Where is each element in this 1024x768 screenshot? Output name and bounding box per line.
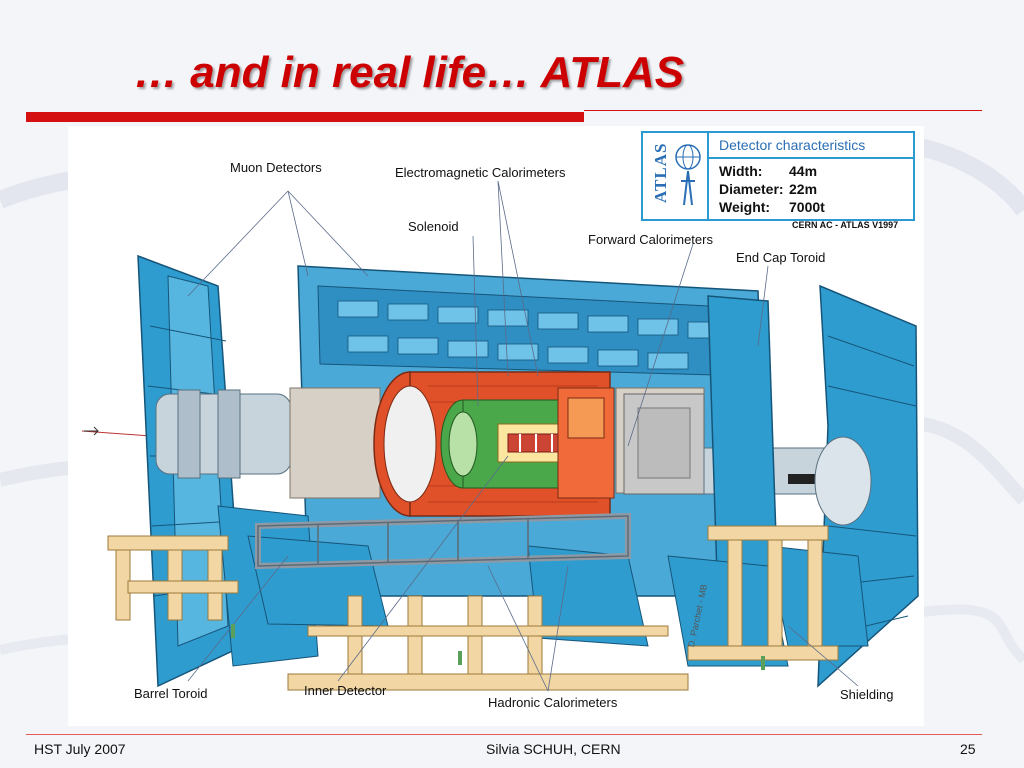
characteristics-divider — [709, 157, 913, 159]
characteristic-value: 22m — [789, 181, 818, 197]
title-underline-thick — [26, 112, 584, 122]
label-em-calorimeters: Electromagnetic Calorimeters — [395, 165, 566, 180]
label-solenoid: Solenoid — [408, 219, 459, 234]
characteristic-value: 44m — [789, 163, 818, 179]
label-inner-detector: Inner Detector — [304, 683, 387, 698]
title-underline-thin — [584, 110, 982, 111]
atlas-logo: ATLAS — [643, 133, 709, 219]
characteristic-row-diameter: Diameter: 22m — [719, 181, 817, 197]
atlas-logo-text: ATLAS — [651, 142, 670, 203]
label-muon-detectors: Muon Detectors — [230, 160, 322, 175]
characteristic-value: 7000t — [789, 199, 825, 215]
footer-left: HST July 2007 — [34, 741, 126, 757]
characteristic-key: Width: — [719, 163, 763, 179]
atlas-globe-icon — [675, 144, 701, 206]
label-hadronic-calorimeters: Hadronic Calorimeters — [488, 695, 618, 710]
footer-center: Silvia SCHUH, CERN — [486, 741, 621, 757]
footer-divider — [26, 734, 982, 735]
label-forward-calorimeters: Forward Calorimeters — [588, 232, 713, 247]
label-barrel-toroid: Barrel Toroid — [134, 686, 208, 701]
figure-credit: CERN AC - ATLAS V1997 — [792, 220, 899, 230]
characteristic-key: Weight: — [719, 199, 771, 215]
label-end-cap-toroid: End Cap Toroid — [736, 250, 826, 265]
characteristic-row-width: Width: 44m — [719, 163, 817, 179]
characteristic-key: Diameter: — [719, 181, 784, 197]
detector-characteristics-box: ATLAS Detector characteristics Width: 44m… — [641, 131, 915, 221]
footer-page-number: 25 — [960, 741, 976, 757]
characteristic-row-weight: Weight: 7000t — [719, 199, 825, 215]
label-shielding: Shielding — [840, 687, 894, 702]
atlas-detector-illustration — [81, 180, 919, 692]
slide-title: … and in real life… ATLAS — [134, 48, 685, 97]
characteristics-title: Detector characteristics — [719, 137, 866, 153]
atlas-detector-figure: Muon Detectors Electromagnetic Calorimet… — [68, 126, 924, 726]
